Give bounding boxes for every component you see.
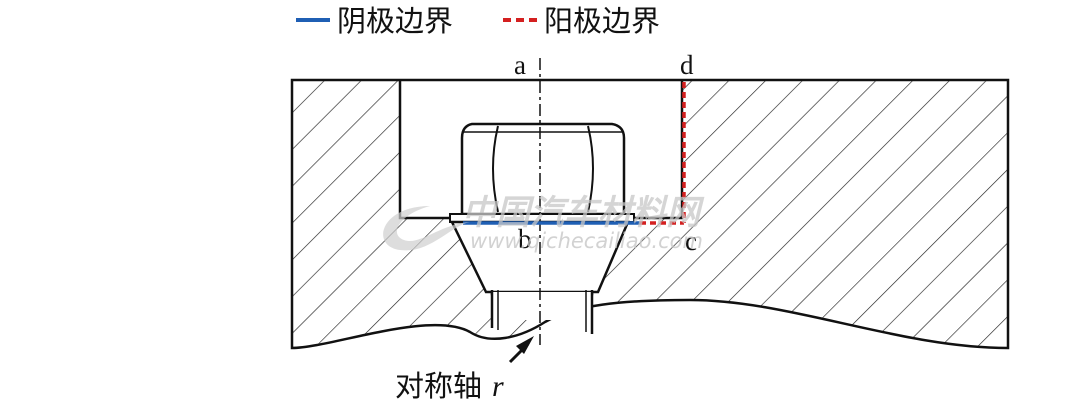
- axis-label: 对称轴: [395, 369, 482, 403]
- legend-cathode-label: 阴极边界: [337, 4, 453, 38]
- axis-variable: r: [492, 370, 504, 403]
- watermark: 中国汽车材料网 www.qichecailiao.com: [383, 193, 705, 253]
- axis-annotation: 对称轴 r: [395, 336, 534, 403]
- bolt-shank: [492, 292, 592, 320]
- point-label-a: a: [514, 50, 526, 80]
- legend-anode-label: 阳极边界: [544, 4, 660, 38]
- point-label-d: d: [680, 50, 694, 80]
- legend: 阴极边界 阳极边界: [296, 4, 660, 38]
- watermark-cn: 中国汽车材料网: [462, 193, 705, 233]
- watermark-en: www.qichecailiao.com: [470, 229, 703, 253]
- point-label-b: b: [518, 224, 532, 254]
- point-label-c: c: [685, 226, 697, 256]
- axis-arrow-icon: [516, 336, 534, 354]
- bolt: [449, 122, 635, 334]
- watermark-logo-icon: [383, 206, 470, 251]
